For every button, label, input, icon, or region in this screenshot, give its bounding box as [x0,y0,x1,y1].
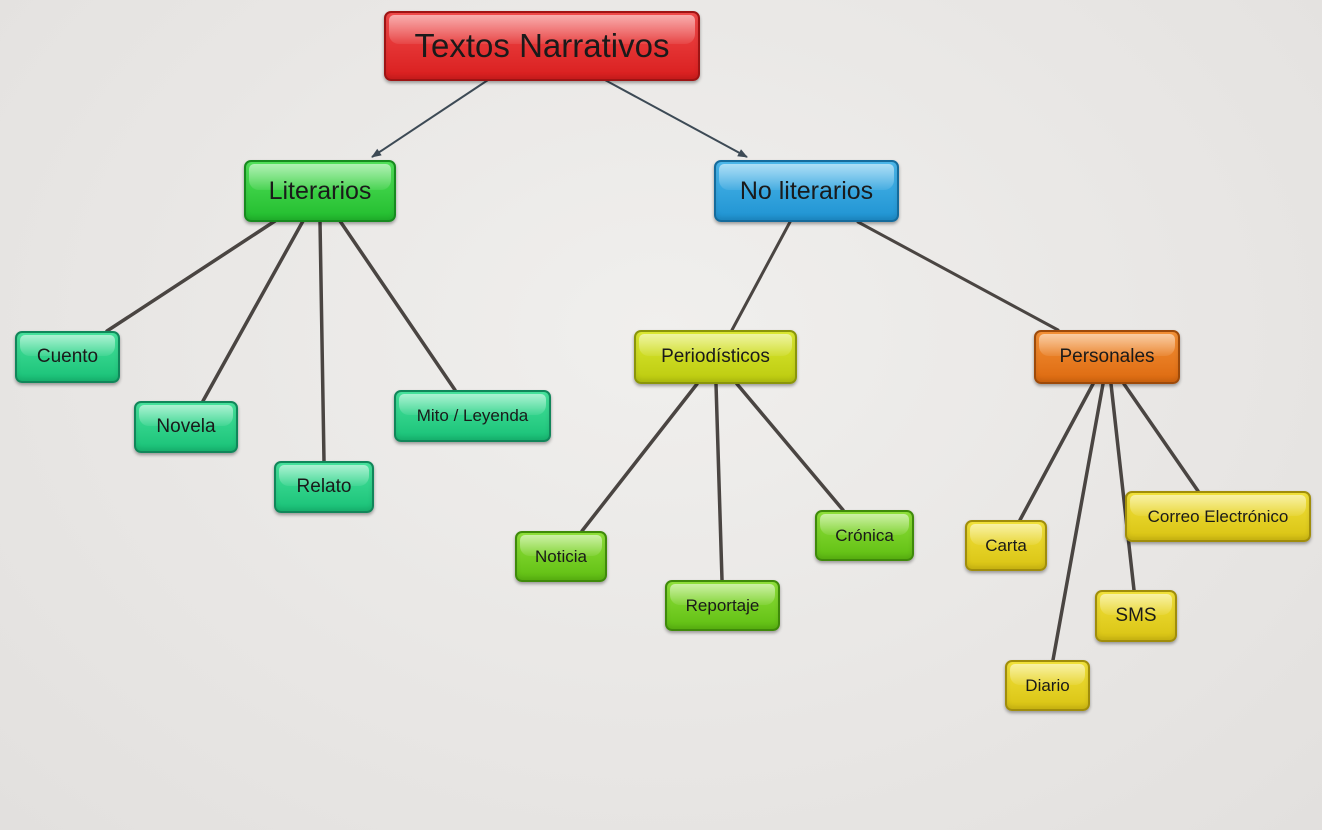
node-sms-label: SMS [1115,605,1157,626]
node-noticia[interactable]: Noticia [515,531,607,582]
node-textos-narrativos[interactable]: Textos Narrativos [384,11,700,81]
node-cuento[interactable]: Cuento [15,331,120,383]
node-relato[interactable]: Relato [274,461,374,513]
edge-personales-sms [1109,382,1136,592]
edge-no-literarios-periodisticos [730,220,792,332]
node-diario-label: Diario [1025,675,1070,695]
node-novela-label: Novela [156,416,216,437]
node-reportaje-label: Reportaje [685,595,760,615]
node-periodisticos-label: Periodísticos [661,346,770,367]
node-carta-label: Carta [985,535,1027,555]
node-reportaje[interactable]: Reportaje [665,580,780,631]
node-diario[interactable]: Diario [1005,660,1090,711]
node-literarios-label: Literarios [268,176,372,205]
node-noticia-label: Noticia [535,546,587,566]
node-cronica-label: Crónica [835,525,894,545]
node-correo-electronico[interactable]: Correo Electrónico [1125,491,1311,542]
edge-root-no-literarios [604,79,748,158]
edge-literarios-relato [318,219,326,463]
node-no-literarios-label: No literarios [739,176,874,205]
node-sms[interactable]: SMS [1095,590,1177,642]
node-novela[interactable]: Novela [134,401,238,453]
edge-periodisticos-cronica [735,382,845,512]
node-cronica[interactable]: Crónica [815,510,914,561]
node-relato-label: Relato [296,476,352,497]
edge-literarios-cuento [105,219,277,333]
edge-personales-carta [1018,382,1095,522]
edge-literarios-novela [201,219,305,403]
edge-root-literarios [371,79,489,158]
node-no-literarios[interactable]: No literarios [714,160,899,222]
edge-periodisticos-noticia [580,382,699,533]
node-correo-electronico-label: Correo Electrónico [1147,506,1289,526]
node-textos-narrativos-label: Textos Narrativos [414,27,670,64]
node-literarios[interactable]: Literarios [244,160,396,222]
edge-periodisticos-reportaje [714,382,724,582]
node-cuento-label: Cuento [36,346,99,367]
edge-personales-correo [1122,382,1200,493]
node-carta[interactable]: Carta [965,520,1047,571]
node-periodisticos[interactable]: Periodísticos [634,330,797,384]
node-mito-leyenda[interactable]: Mito / Leyenda [394,390,551,442]
edge-no-literarios-personales [856,220,1060,332]
edge-literarios-mito [338,219,457,392]
node-personales-label: Personales [1059,346,1155,367]
node-mito-leyenda-label: Mito / Leyenda [416,406,529,425]
edge-personales-diario [1051,382,1105,662]
node-personales[interactable]: Personales [1034,330,1180,384]
